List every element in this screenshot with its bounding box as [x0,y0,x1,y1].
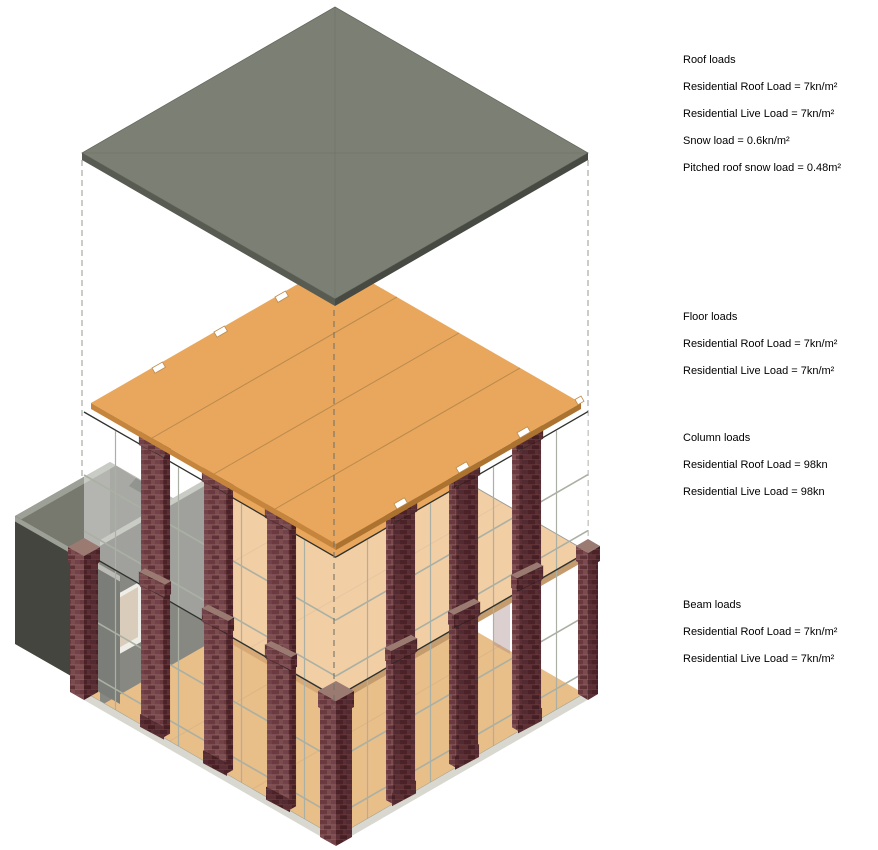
annotation-line: Residential Live Load = 98kn [683,486,825,498]
annotation-line: Residential Roof Load = 7kn/m² [683,81,838,93]
column-cap-top [265,641,298,658]
column-cap-top [139,568,172,585]
annotation-line: Residential Roof Load = 7kn/m² [683,338,838,350]
column-cap-top [511,562,544,579]
annotation-line: Residential Live Load = 7kn/m² [683,653,835,665]
column-base [266,786,291,813]
brick-column [511,562,544,734]
annotation-line: Residential Roof Load = 98kn [683,459,828,471]
core-rim-nw [15,462,116,520]
column-side [289,666,297,811]
annotation-title: Roof loads [683,54,736,66]
brick-column [201,604,235,776]
annotation-title: Column loads [683,432,751,444]
mullion [335,551,589,698]
brick-column-south [318,681,354,846]
plank-notches [151,290,585,510]
annotation-line: Residential Live Load = 7kn/m² [683,365,835,377]
column-face [456,475,479,628]
corner-brick-columns [68,538,600,846]
column-side [163,593,171,738]
floor-plank-slab [91,262,585,550]
roof-slab [81,6,589,306]
column-base [203,750,228,776]
annotation-title: Floor loads [683,311,738,323]
column-face [519,578,542,732]
column-base [518,707,543,734]
column-side [163,453,171,598]
core-door [117,587,138,649]
brick-column-west [68,538,100,700]
annotation-floor-loads: Floor loads Residential Roof Load = 7kn/… [683,304,873,385]
column-base [455,744,480,770]
curtain-wall-lower-sw [83,551,337,846]
column-cap-top [448,598,481,615]
column-side [386,660,394,805]
column-base [140,713,165,740]
annotation-beam-loads: Beam loads Residential Roof Load = 7kn/m… [683,592,873,673]
column-cap-side [448,611,455,628]
annotation-column-loads: Column loads Residential Roof Load = 98k… [683,425,873,506]
annotation-roof-loads: Roof loads Residential Roof Load = 7kn/m… [683,47,873,182]
curtain-wall-lower-se [335,551,589,845]
column-cap-side [291,653,298,671]
column-side [226,629,234,774]
column-face [204,481,227,634]
base-plinth [336,691,588,845]
brick-column [138,568,172,740]
column-side [449,483,457,628]
column-cap-side [511,574,518,592]
column-side [512,447,520,592]
annotation-line: Residential Live Load = 7kn/m² [683,108,835,120]
column-base [392,780,417,807]
brick-column [385,634,418,807]
column-side [386,520,394,665]
column-side [512,587,520,732]
building-shell [15,406,600,846]
column-face [141,584,164,738]
column-side [449,623,457,768]
column-face [204,621,227,774]
column-face [393,511,416,665]
column-cap-top [202,604,235,621]
column-cap-side [165,581,172,598]
column-face [141,444,164,598]
projection-dashed-lines [81,160,589,548]
column-cap-side [385,647,392,665]
annotation-line: Residential Roof Load = 7kn/m² [683,626,838,638]
column-side [289,526,297,671]
column-cap-top [385,634,418,652]
annotation-title: Beam loads [683,599,742,611]
brick-column-east [576,539,600,700]
annotation-line: Snow load = 0.6kn/m² [683,135,790,147]
column-cap-side [228,617,235,634]
column-face [393,651,416,805]
brick-column [264,641,298,813]
column-face [267,517,290,671]
column-face [267,657,290,811]
brick-column [138,428,172,600]
brick-column [448,598,481,770]
annotation-line: Pitched roof snow load = 0.48m² [683,162,842,174]
column-side [226,489,234,634]
column-face [456,615,479,768]
column-face [519,438,542,592]
